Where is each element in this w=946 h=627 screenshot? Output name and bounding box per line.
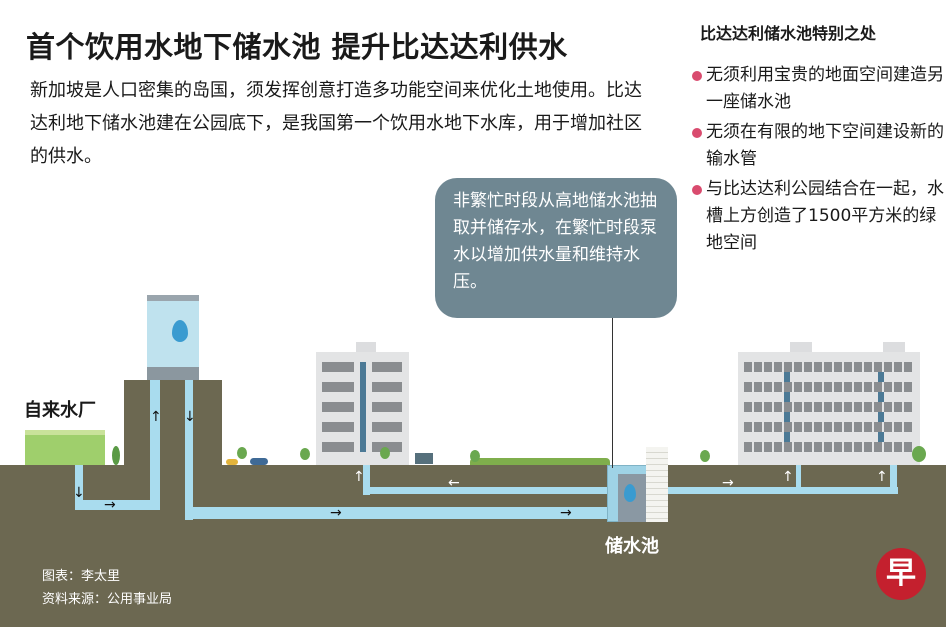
- car-icon: [250, 458, 268, 465]
- car-icon: [226, 459, 238, 465]
- arrow-up-icon: ↑: [876, 469, 888, 485]
- pipe: [363, 465, 370, 495]
- tree-icon: [912, 446, 926, 462]
- tree-icon: [470, 450, 480, 462]
- bullet-icon: [692, 128, 702, 138]
- apartment-building: [316, 342, 409, 465]
- intro-text: 新加坡是人口密集的岛国，须发挥创意打造多功能空间来优化土地使用。比达达利地下储水…: [30, 80, 642, 167]
- bullet-icon: [692, 185, 702, 195]
- tree-icon: [237, 447, 247, 459]
- list-item: 无须在有限的地下空间建设新的输水管: [690, 119, 946, 173]
- page-title: 首个饮用水地下储水池 提升比达达利供水: [26, 30, 568, 64]
- arrow-up-icon: ↑: [782, 469, 794, 485]
- list-item: 与比达达利公园结合在一起，水槽上方创造了1500平方米的绿地空间: [690, 176, 946, 257]
- tree-icon: [380, 447, 390, 459]
- sidebar-heading: 比达达利储水池特别之处: [700, 24, 877, 43]
- arrow-right-icon: →: [560, 505, 572, 521]
- arrow-left-icon: ←: [448, 475, 460, 491]
- reservoir-label: 储水池: [605, 536, 659, 557]
- callout-pointer: [612, 318, 613, 468]
- list-item: 无须利用宝贵的地面空间建造另一座储水池: [690, 62, 946, 116]
- graphic-credit: 图表：李太里: [42, 569, 121, 584]
- bullet-text: 与比达达利公园结合在一起，水槽上方创造了1500平方米的绿地空间: [706, 179, 944, 253]
- tower-base: [147, 367, 199, 380]
- park-grass: [470, 458, 610, 465]
- tree-icon: [700, 450, 710, 462]
- pipe: [363, 487, 608, 494]
- water-drop-icon: [624, 484, 636, 502]
- pipe: [150, 380, 160, 510]
- arrow-up-icon: ↑: [150, 409, 162, 425]
- tree-icon: [112, 446, 120, 465]
- pipe: [890, 465, 897, 494]
- tree-icon: [300, 448, 310, 460]
- reservoir-shaft: [646, 447, 668, 522]
- water-drop-icon: [172, 320, 188, 342]
- zaobao-logo: 早: [876, 548, 926, 600]
- arrow-down-icon: ↓: [184, 409, 196, 425]
- bullet-text: 无须在有限的地下空间建设新的输水管: [706, 122, 944, 169]
- arrow-right-icon: →: [104, 497, 116, 513]
- water-plant-building: [25, 430, 105, 465]
- callout-box: 非繁忙时段从高地储水池抽取并储存水，在繁忙时段泵水以增加供水量和维持水压。: [435, 178, 677, 318]
- source-credit: 资料来源：公用事业局: [42, 592, 173, 607]
- feature-list: 无须利用宝贵的地面空间建造另一座储水池 无须在有限的地下空间建设新的输水管 与比…: [690, 62, 946, 260]
- pipe: [75, 465, 83, 510]
- arrow-down-icon: ↓: [73, 485, 85, 501]
- bullet-text: 无须利用宝贵的地面空间建造另一座储水池: [706, 65, 944, 112]
- arrow-right-icon: →: [722, 475, 734, 491]
- apartment-building: [738, 342, 920, 465]
- hill: [124, 380, 222, 470]
- truck-icon: [415, 453, 433, 464]
- pipe: [185, 380, 193, 520]
- pipe: [75, 500, 160, 510]
- bullet-icon: [692, 71, 702, 81]
- pipe: [665, 487, 898, 494]
- arrow-right-icon: →: [330, 505, 342, 521]
- arrow-up-icon: ↑: [353, 469, 365, 485]
- pipe: [796, 465, 801, 494]
- pipe: [185, 507, 610, 519]
- water-plant-label: 自来水厂: [24, 400, 96, 421]
